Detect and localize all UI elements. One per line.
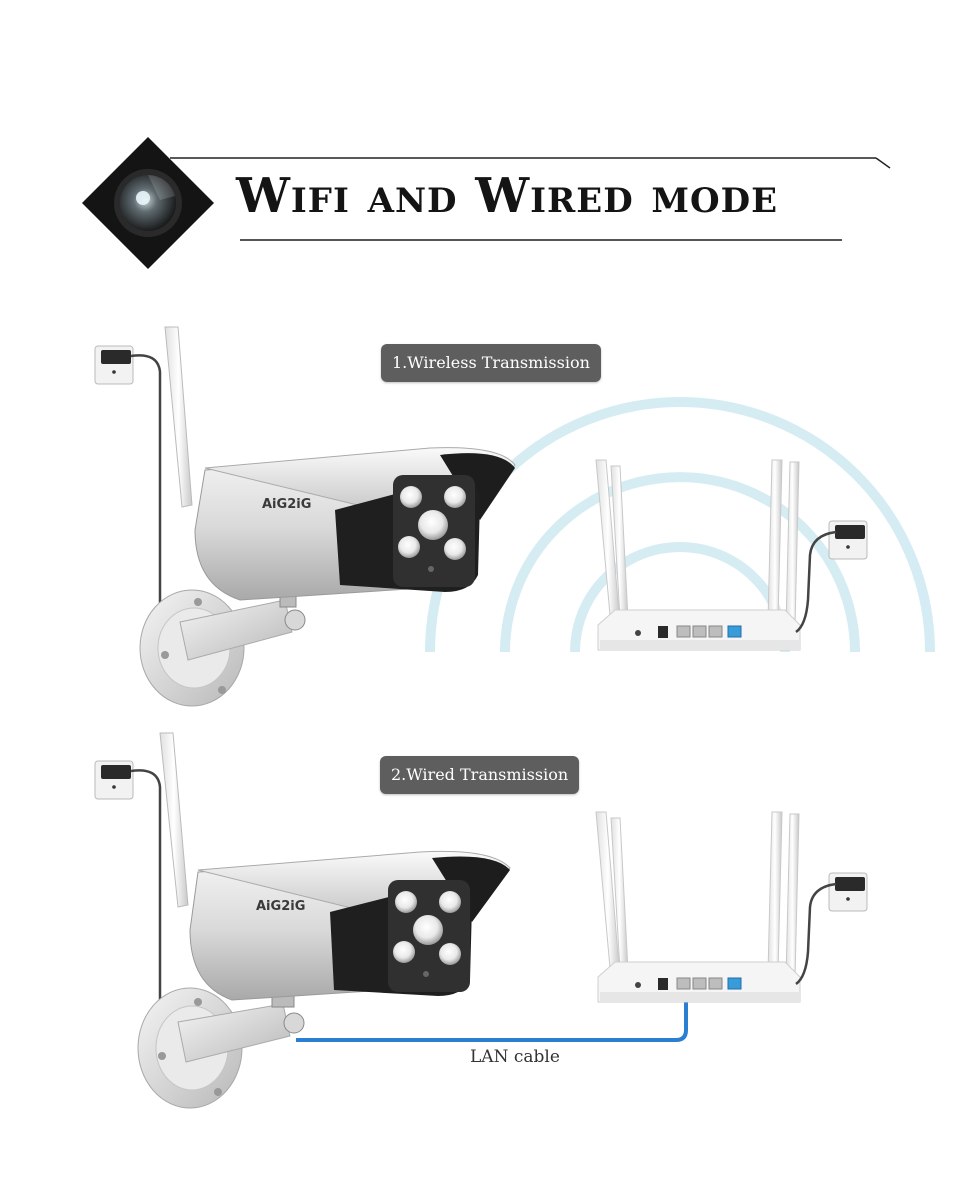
wifi-router [595, 459, 801, 651]
bullet-camera: AiG2iG [137, 732, 511, 1109]
lan-cable [296, 992, 688, 1042]
power-cable [795, 530, 837, 634]
camera-lens-icon [82, 137, 214, 269]
power-socket-icon [828, 872, 868, 912]
bullet-camera: AiG2iG [139, 326, 516, 707]
header-banner [170, 157, 891, 241]
lan-cable-label: LAN cable [470, 1047, 560, 1067]
section-label-wired: 2.Wired Transmission [380, 756, 580, 794]
section-label-wireless: 1.Wireless Transmission [381, 344, 601, 382]
power-socket-icon [94, 345, 134, 385]
power-socket-icon [94, 760, 134, 800]
page-title: Wifi and Wired mode [236, 168, 779, 224]
camera-brand-label: AiG2iG [256, 899, 305, 914]
power-cable [795, 882, 837, 986]
wifi-router [595, 811, 801, 1003]
power-socket-icon [828, 520, 868, 560]
camera-brand-label: AiG2iG [262, 497, 311, 512]
